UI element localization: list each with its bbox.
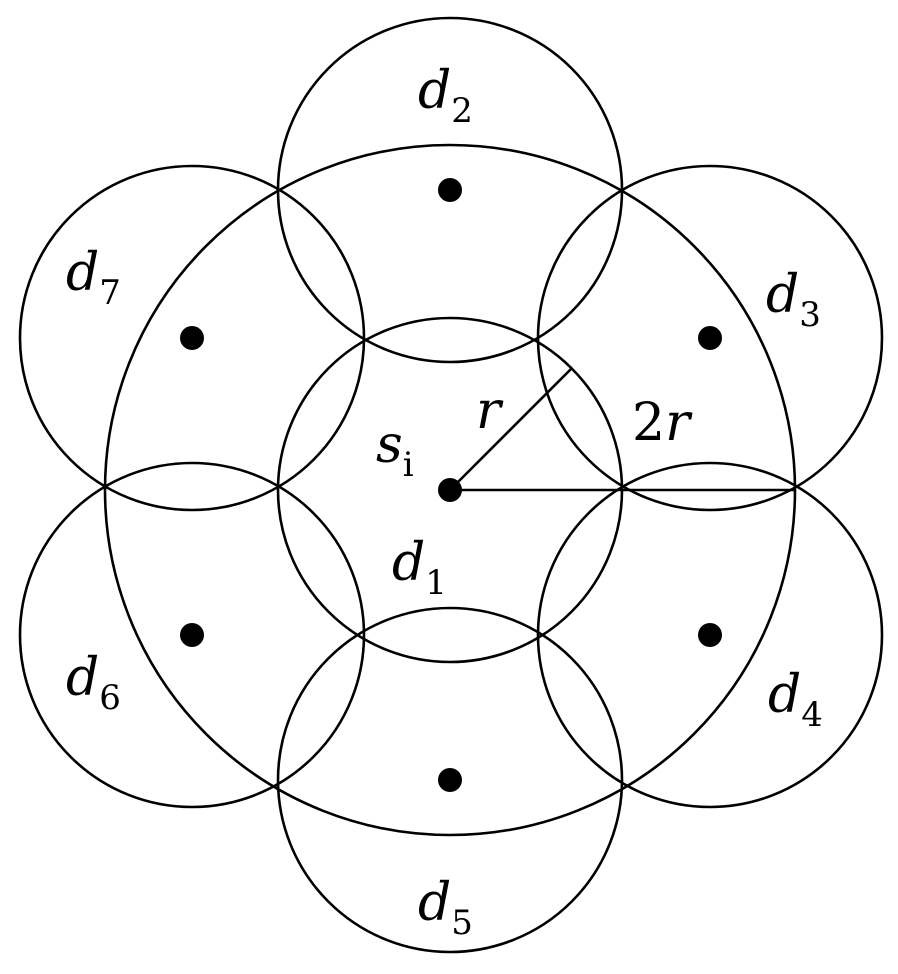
disk-d4 [536,461,884,809]
disk-d5 [276,606,624,954]
label-2r: 2r [632,393,693,453]
disk-d7 [18,164,366,512]
disk-d3 [536,164,884,512]
disk-d6 [18,461,366,809]
radius-line-r [449,367,573,491]
label-d2: d2 [418,61,473,131]
center-dot-d7 [180,326,204,350]
center-dot-d2 [438,178,462,202]
label-d6: d6 [66,648,121,718]
center-dot-d6 [180,623,204,647]
center-dot-d5 [438,768,462,792]
label-d5: d5 [418,873,473,943]
label-d4: d4 [768,665,823,735]
label-d1: d1 [392,533,447,603]
label-s-i: si [376,415,414,485]
label-d7: d7 [66,243,121,313]
center-dot-d4 [698,623,722,647]
label-d3: d3 [766,265,821,335]
label-r: r [476,381,504,441]
center-dot-d3 [698,326,722,350]
